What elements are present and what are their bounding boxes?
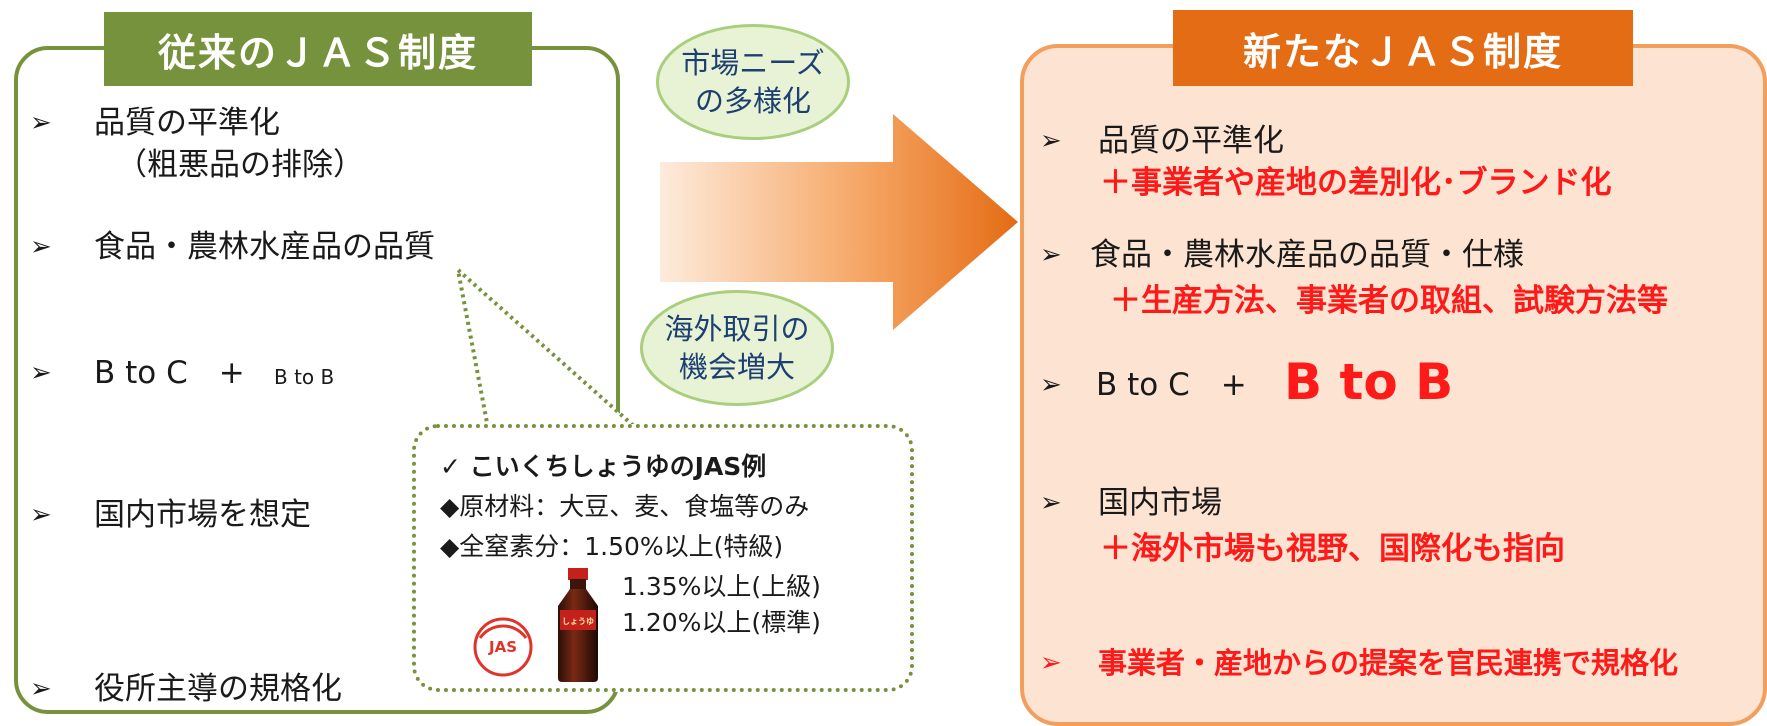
callout-nitrogen: ◆全窒素分：1.50%以上(特級): [440, 532, 784, 561]
left-panel-title: 従来のＪＡＳ制度: [104, 12, 532, 86]
left-item-btoc: ➢ B to C + B to B: [30, 352, 550, 394]
right-panel-title: 新たなＪＡＳ制度: [1173, 10, 1633, 86]
left-item-government: ➢ 役所主導の規格化: [30, 668, 550, 710]
oval-overseas-trade-line1: 海外取引の: [664, 312, 810, 346]
arrow-bullet-icon: ➢: [30, 500, 52, 530]
oval-market-needs-line1: 市場ニーズ: [681, 46, 825, 80]
callout-grade-standard: 1.20%以上(標準): [622, 608, 821, 637]
left-item-food: ➢ 食品・農林水産品の品質: [30, 226, 550, 268]
arrow-bullet-icon: ➢: [1040, 648, 1062, 678]
callout-heading: ✓ こいくちしょうゆのJAS例: [440, 452, 767, 481]
right-item-market: ➢ 国内市場 ＋海外市場も視野、国際化も指向: [1040, 482, 1760, 572]
bottle-label-text: しょうゆ: [562, 617, 594, 626]
right-item-market-addition: ＋海外市場も視野、国際化も指向: [1100, 531, 1565, 567]
arrow-bullet-icon: ➢: [30, 358, 52, 388]
right-item-quality-label: 品質の平準化: [1098, 123, 1284, 159]
soy-sauce-bottle-icon: しょうゆ: [558, 568, 598, 682]
right-item-food-addition: ＋生産方法、事業者の取組、試験方法等: [1110, 283, 1668, 319]
oval-overseas-trade-line2: 機会増大: [678, 350, 795, 384]
jas-logo-text: JAS: [488, 638, 517, 656]
callout-ingredients: ◆原材料：大豆、麦、食塩等のみ: [440, 492, 810, 521]
right-item-quality-addition: ＋事業者や産地の差別化･ブランド化: [1100, 165, 1612, 201]
arrow-bullet-icon: ➢: [1040, 370, 1062, 400]
oval-market-needs-line2: の多様化: [694, 84, 811, 118]
left-item-btoc-label: B to C +: [94, 355, 245, 391]
oval-overseas-trade: 海外取引の 機会増大: [640, 290, 834, 406]
arrow-bullet-icon: ➢: [1040, 488, 1062, 518]
left-item-quality-sub: （粗悪品の排除）: [116, 147, 364, 183]
left-item-domestic-label: 国内市場を想定: [94, 497, 311, 533]
right-item-btob: ➢ B to C + B to B: [1040, 353, 1760, 416]
left-item-food-label: 食品・農林水産品の品質: [94, 229, 435, 265]
right-item-quality: ➢ 品質の平準化 ＋事業者や産地の差別化･ブランド化: [1040, 120, 1760, 210]
right-item-food-label: 食品・農林水産品の品質・仕様: [1090, 237, 1524, 273]
arrow-bullet-icon: ➢: [1040, 240, 1062, 270]
left-item-domestic: ➢ 国内市場を想定: [30, 494, 550, 536]
left-item-quality-label: 品質の平準化: [94, 105, 280, 141]
left-item-quality: ➢ 品質の平準化 （粗悪品の排除）: [30, 102, 550, 192]
right-item-market-label: 国内市場: [1098, 485, 1222, 521]
right-item-btoc-label: B to C +: [1096, 367, 1247, 403]
left-item-btob-small: B to B: [274, 365, 335, 389]
arrow-bullet-icon: ➢: [30, 674, 52, 704]
right-item-food: ➢ 食品・農林水産品の品質・仕様 ＋生産方法、事業者の取組、試験方法等: [1040, 234, 1760, 324]
right-item-btob-big: B to B: [1284, 353, 1454, 411]
arrow-bullet-icon: ➢: [30, 108, 52, 138]
left-item-government-label: 役所主導の規格化: [94, 671, 342, 707]
right-panel: [1020, 44, 1767, 726]
arrow-bullet-icon: ➢: [1040, 126, 1062, 156]
jas-logo-icon: JAS: [473, 617, 533, 677]
callout-grade-upper: 1.35%以上(上級): [622, 572, 821, 601]
oval-market-needs: 市場ニーズ の多様化: [656, 24, 850, 140]
right-item-proposal: ➢ 事業者・産地からの提案を官民連携で規格化: [1040, 642, 1760, 684]
arrow-bullet-icon: ➢: [30, 232, 52, 262]
right-item-proposal-label: 事業者・産地からの提案を官民連携で規格化: [1098, 646, 1679, 680]
